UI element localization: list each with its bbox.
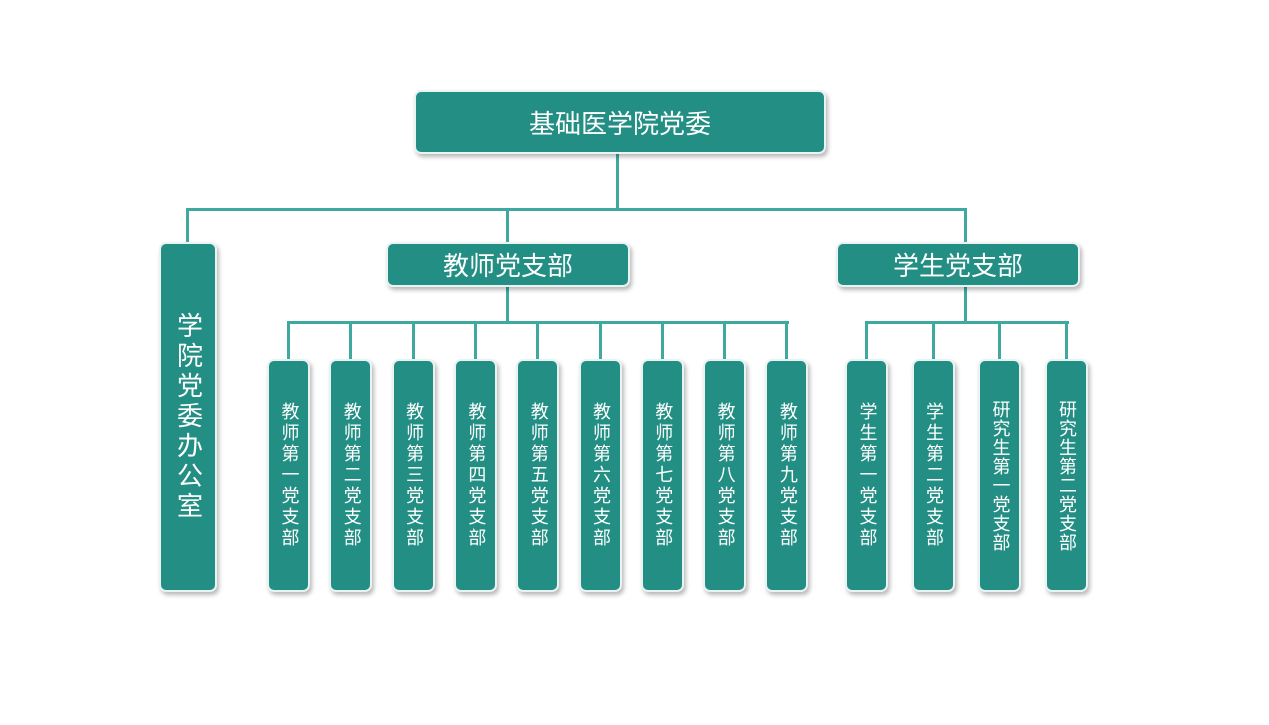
teacher-branch-label: 教师第六党支部: [590, 402, 611, 549]
teacher-branch-node[interactable]: 教师第四党支部: [453, 359, 497, 592]
teacher-branch-label: 教师第九党支部: [776, 402, 798, 549]
teacher-branch-node[interactable]: 教师第二党支部: [329, 359, 373, 592]
teacher-branch-drop-connector: [287, 321, 290, 361]
teacher-branch-label: 教师第五党支部: [527, 402, 549, 549]
connector-teacher-down: [506, 286, 509, 324]
root-node[interactable]: 基础医学院党委: [414, 90, 826, 154]
teacher-branch-node[interactable]: 教师第六党支部: [578, 359, 622, 592]
teacher-branch-node[interactable]: 教师第五党支部: [516, 359, 560, 592]
student-branch-drop-connector: [865, 321, 868, 361]
teacher-branch-label: 教师第四党支部: [465, 402, 487, 549]
teacher-branch-node[interactable]: 教师第九党支部: [765, 359, 809, 592]
student-branch-label: 学生第一党支部: [856, 402, 878, 549]
student-branch-node[interactable]: 学生第二党支部: [911, 359, 955, 592]
teacher-branch-node[interactable]: 教师第八党支部: [703, 359, 747, 592]
teacher-branch-label: 教师第一党支部: [278, 402, 300, 549]
teacher-branch-drop-connector: [723, 321, 727, 361]
student-group-node[interactable]: 学生党支部: [836, 242, 1080, 287]
teacher-group-label: 教师党支部: [442, 252, 573, 282]
connector-root-down: [616, 153, 619, 210]
connector-level1-bar: [186, 208, 966, 211]
student-branch-drop-connector: [998, 321, 1001, 361]
office-node[interactable]: 学院党委办公室: [159, 242, 217, 592]
connector-to-teacher-group: [506, 208, 509, 244]
teacher-branch-drop-connector: [411, 321, 415, 361]
teacher-branch-drop-connector: [536, 321, 540, 361]
student-branch-label: 研究生第一党支部: [989, 399, 1011, 552]
teacher-branch-drop-connector: [660, 321, 664, 361]
teacher-branch-drop-connector: [473, 321, 477, 361]
student-branch-label: 研究生第二党支部: [1056, 399, 1077, 552]
root-node-label: 基础医学院党委: [528, 109, 711, 140]
connector-to-student-group: [964, 208, 967, 244]
teacher-branch-label: 教师第三党支部: [403, 402, 425, 549]
student-branch-drop-connector: [931, 321, 935, 361]
connector-student-bar: [865, 321, 1069, 324]
teacher-branch-node[interactable]: 教师第三党支部: [391, 359, 435, 592]
teacher-branch-label: 教师第八党支部: [714, 402, 736, 549]
student-branch-label: 学生第二党支部: [923, 402, 944, 549]
connector-to-office: [186, 208, 189, 244]
teacher-branch-node[interactable]: 教师第一党支部: [267, 359, 310, 592]
teacher-branch-drop-connector: [785, 321, 789, 361]
student-branch-node[interactable]: 研究生第二党支部: [1044, 359, 1088, 592]
teacher-branch-drop-connector: [598, 321, 602, 361]
office-node-label: 学院党委办公室: [172, 312, 203, 522]
student-group-label: 学生党支部: [892, 252, 1023, 282]
connector-student-down: [964, 286, 967, 324]
teacher-branch-node[interactable]: 教师第七党支部: [640, 359, 684, 592]
teacher-branch-label: 教师第七党支部: [652, 402, 674, 549]
teacher-branch-drop-connector: [349, 321, 353, 361]
student-branch-drop-connector: [1064, 321, 1068, 361]
teacher-group-node[interactable]: 教师党支部: [386, 242, 630, 287]
student-branch-node[interactable]: 学生第一党支部: [845, 359, 888, 592]
teacher-branch-label: 教师第二党支部: [340, 402, 362, 549]
student-branch-node[interactable]: 研究生第一党支部: [978, 359, 1021, 592]
